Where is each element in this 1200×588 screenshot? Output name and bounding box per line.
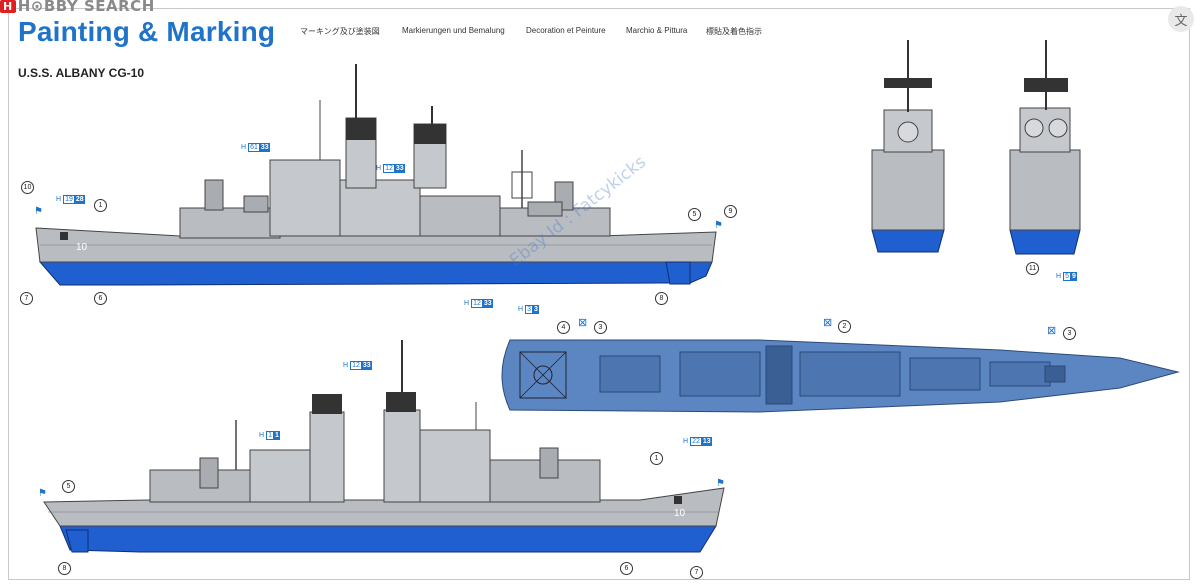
callout-bottom-1: 1 xyxy=(650,452,663,465)
translate-icon[interactable]: 文 xyxy=(1168,6,1194,32)
top-side-profile: 10 xyxy=(35,64,717,286)
callout-deck-2: 2 xyxy=(838,320,851,333)
title-translation-jp: マーキング及び塗装図 xyxy=(300,27,380,36)
bow-front-view xyxy=(871,40,945,253)
callout-deck-4: 4 xyxy=(557,321,570,334)
callout-deck-3b: 3 xyxy=(1063,327,1076,340)
bottom-side-profile: 10 xyxy=(43,340,725,553)
callout-top-8: 8 xyxy=(655,292,668,305)
callout-bottom-6: 6 xyxy=(620,562,633,575)
callout-bottom-5: 5 xyxy=(62,480,75,493)
flag-icon-stern-bottom: ⚑ xyxy=(38,488,47,499)
callout-top-7: 7 xyxy=(20,292,33,305)
callout-stern-11: 11 xyxy=(1026,262,1039,275)
flag-icon-bow-bottom: ⚑ xyxy=(716,478,725,489)
decal-marker-icon: ⊠ xyxy=(578,317,588,329)
hull-number-top: 10 xyxy=(76,242,88,253)
decal-marker-icon: ⊠ xyxy=(1047,325,1057,337)
deck-plan-view xyxy=(501,339,1180,413)
page-title: Painting & Marking xyxy=(18,16,276,47)
decal-marker-icon: ⊠ xyxy=(823,317,833,329)
title-translation-de: Markierungen und Bemalung xyxy=(402,26,505,35)
flag-icon-bow-top: ⚑ xyxy=(714,220,723,231)
callout-top-9: 9 xyxy=(724,205,737,218)
flag-icon-stern-top: ⚑ xyxy=(34,206,43,217)
hull-number-bottom: 10 xyxy=(674,508,686,519)
title-translation-fr: Decoration et Peinture xyxy=(526,26,606,35)
callout-top-1: 1 xyxy=(94,199,107,212)
logo-text: H⊙BBY SEARCH xyxy=(17,0,155,15)
page-border xyxy=(8,8,1190,580)
stern-rear-view xyxy=(1009,40,1081,255)
callout-bottom-8: 8 xyxy=(58,562,71,575)
logo-badge: H xyxy=(0,0,16,13)
callout-top-5: 5 xyxy=(688,208,701,221)
callout-bottom-7: 7 xyxy=(690,566,703,579)
site-logo: H H⊙BBY SEARCH xyxy=(0,0,155,15)
callout-top-6: 6 xyxy=(94,292,107,305)
ship-name: U.S.S. ALBANY CG-10 xyxy=(18,66,145,80)
title-translation-cn: 標貼及着色指示 xyxy=(706,27,762,36)
title-translation-it: Marchio & Pittura xyxy=(626,26,688,35)
callout-top-10: 10 xyxy=(21,181,34,194)
callout-deck-3a: 3 xyxy=(594,321,607,334)
